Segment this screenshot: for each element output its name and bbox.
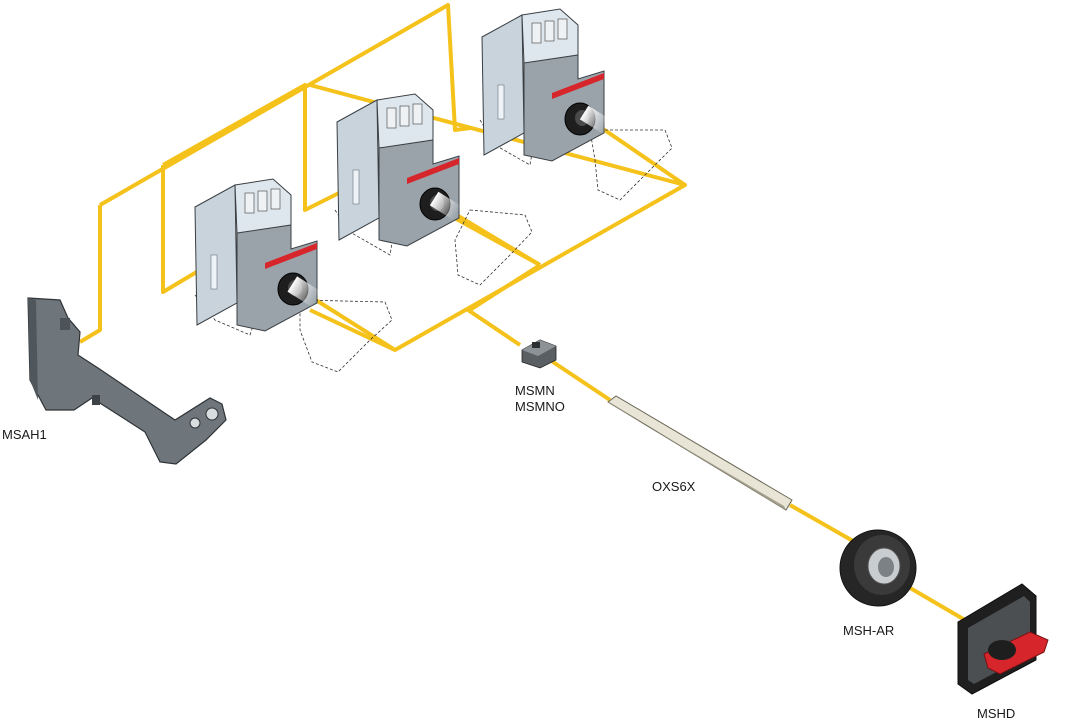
breaker-terminal: [244, 192, 255, 214]
bracket-hole-1: [205, 407, 219, 421]
motor-protection-breaker-icon: [336, 93, 460, 247]
shaft-adapter-icon: [521, 339, 557, 369]
bracket-tab: [60, 318, 70, 330]
dashed-bracket-outline-2: [454, 209, 533, 286]
frame-line-mid-top: [162, 83, 346, 212]
breakers-group: [194, 8, 605, 332]
adapter-label-line2: MSMNO: [515, 399, 565, 414]
breaker-terminal: [412, 103, 423, 125]
shaft-label: OXS6X: [652, 479, 696, 494]
dashed-bracket-outline-1: [299, 299, 393, 373]
breaker-side-slot: [352, 169, 360, 205]
shaft-edge: [608, 402, 786, 510]
handle-label: MSHD: [977, 706, 1016, 721]
breaker-front-body: [523, 54, 605, 162]
bracket-hole-2: [189, 417, 201, 429]
breaker-terminal: [544, 20, 555, 42]
motor-protection-breaker-icon: [194, 178, 318, 332]
adapter-label: MSMN MSMNO: [515, 383, 565, 415]
extension-shaft-icon: [607, 395, 793, 511]
breaker-front-body: [236, 224, 318, 332]
adapter-label-line1: MSMN: [515, 383, 555, 398]
adapter-pin: [532, 342, 540, 348]
breaker-terminal: [257, 190, 268, 212]
frame-line-drop: [466, 308, 522, 347]
frame-line-front-bottom: [468, 263, 542, 312]
bracket-face: [28, 298, 38, 400]
motor-protection-breaker-icon: [481, 8, 605, 162]
axis-fade-1: [287, 276, 323, 308]
mounting-bracket-icon: [27, 297, 227, 465]
axis-line-adapter-shaft: [548, 358, 612, 402]
bracket-label: MSAH1: [2, 427, 47, 442]
breaker-side-slot: [497, 84, 505, 120]
breaker-terminal: [270, 188, 281, 210]
breaker-terminal: [399, 105, 410, 127]
breaker-accent-band: [407, 158, 459, 184]
axis-line-ring-handle: [903, 583, 967, 622]
frame-line-inner-left: [161, 165, 202, 294]
shaft-body: [607, 395, 793, 511]
axis-fades: [287, 105, 613, 308]
adapter-ring-icon: [839, 529, 917, 607]
breaker-terminal: [386, 107, 397, 129]
breaker-terminal: [557, 18, 568, 40]
breaker-front-body: [378, 139, 460, 247]
handle-hub: [988, 640, 1016, 660]
frame-line-outer-top: [99, 3, 471, 207]
axis-line-3: [588, 118, 687, 187]
door-handle-icon: [957, 583, 1049, 695]
handle-lever: [983, 631, 1049, 675]
axis-line-shaft-ring: [789, 503, 861, 547]
bracket-plate: [27, 297, 227, 465]
breaker-accent-band: [552, 73, 604, 99]
breaker-accent-band: [265, 243, 317, 269]
ring-hole: [878, 557, 894, 577]
axis-fade-3: [579, 105, 613, 135]
ring-label: MSH-AR: [843, 623, 895, 638]
frame-line-left: [78, 205, 102, 344]
breaker-terminal: [531, 22, 542, 44]
bracket-slot: [92, 395, 100, 405]
breaker-side-slot: [210, 254, 218, 290]
axis-fade-2: [429, 191, 463, 221]
dashed-bracket-outline-3: [589, 129, 673, 201]
